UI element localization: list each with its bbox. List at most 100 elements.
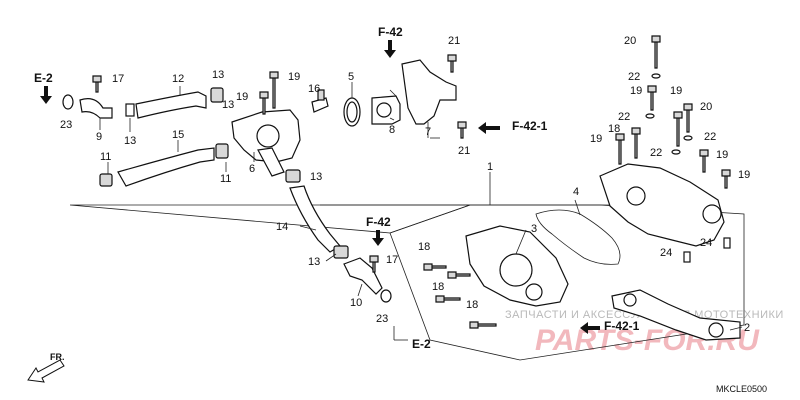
elbow-pipe <box>79 98 113 119</box>
bolt-18-b <box>447 271 471 279</box>
callout-18-a: 18 <box>418 241 430 253</box>
washer-22-c <box>683 135 693 141</box>
o-ring-top <box>62 94 74 110</box>
callout-23-lower: 23 <box>376 313 388 325</box>
clamp-left <box>125 103 135 117</box>
callout-24-b: 24 <box>700 237 712 249</box>
gasket-hole-2 <box>708 322 724 338</box>
callout-17-lower: 17 <box>386 254 398 266</box>
cover-port-left <box>626 186 646 206</box>
ref-e2-bottom: E-2 <box>412 337 431 351</box>
front-direction-arrow: FR. <box>27 352 65 383</box>
bolt-17-top <box>92 75 102 93</box>
callout-11-right: 11 <box>220 173 231 185</box>
bolt-18-c <box>435 295 461 303</box>
o-ring-lower <box>380 289 392 303</box>
pump-outlet-pipe <box>257 147 285 177</box>
pump-body-chamber <box>499 253 533 287</box>
hose-12 <box>135 91 207 119</box>
callout-11-left: 11 <box>100 151 111 163</box>
bolt-18-d <box>469 321 497 329</box>
hose-15 <box>117 147 215 187</box>
callout-19-left: 19 <box>236 91 248 103</box>
callout-22-a: 22 <box>628 71 640 83</box>
sensor-connector <box>317 89 325 101</box>
o-ring-5-inner <box>346 101 358 123</box>
ref-f42-top: F-42 <box>378 25 403 39</box>
callout-17-top: 17 <box>112 73 124 85</box>
gasket-hole-1 <box>623 293 637 307</box>
callout-6: 6 <box>249 163 255 175</box>
dowel-24-b <box>723 237 731 249</box>
stud-20-top <box>651 35 661 69</box>
callout-19-pump: 19 <box>288 71 300 83</box>
bolt-18-a <box>423 263 447 271</box>
washer-22-d <box>671 149 681 155</box>
diagram-code: MKCLE0500 <box>716 384 767 394</box>
ref-f42-mid: F-42 <box>366 215 391 229</box>
callout-21-bottom: 21 <box>458 145 470 157</box>
callout-19-r5: 19 <box>738 169 750 181</box>
callout-22-c: 22 <box>704 131 716 143</box>
callout-19-r4: 19 <box>716 149 728 161</box>
callout-14: 14 <box>276 221 288 233</box>
ref-f42-1-top: F-42-1 <box>512 119 548 133</box>
callout-18-right: 18 <box>608 123 620 135</box>
clamp-12-right <box>210 87 224 103</box>
bolt-19-r5 <box>721 169 731 189</box>
callout-22-d: 22 <box>650 147 662 159</box>
thermostat-cover <box>401 59 457 125</box>
pump-body-port <box>525 283 543 301</box>
callout-19-r3: 19 <box>590 133 602 145</box>
bolt-21-top <box>447 54 457 73</box>
pump-impeller-cover <box>256 124 280 148</box>
callout-13-left: 13 <box>124 135 136 147</box>
front-direction-label: FR. <box>50 352 65 362</box>
bolt-18-right <box>631 127 641 159</box>
callout-24-a: 24 <box>660 247 672 259</box>
bolt-17-lower <box>369 255 379 273</box>
washer-22-b <box>645 113 655 119</box>
callout-9: 9 <box>96 131 102 143</box>
callout-23-top: 23 <box>60 119 72 131</box>
callout-7: 7 <box>425 126 431 138</box>
callout-15: 15 <box>172 129 184 141</box>
gasket-plate-2 <box>611 289 741 341</box>
ref-e2-top: E-2 <box>34 71 53 85</box>
callout-13-lower: 13 <box>308 256 320 268</box>
dowel-24-a <box>683 251 691 263</box>
clamp-13-lower <box>333 245 349 259</box>
pump-cover-right <box>599 163 725 247</box>
callout-12: 12 <box>172 73 184 85</box>
hose-14 <box>289 185 341 253</box>
bolt-19-r4 <box>699 149 709 173</box>
bolt-19-r3 <box>615 133 625 165</box>
callout-13-top: 13 <box>212 69 224 81</box>
callout-16: 16 <box>308 83 320 95</box>
callout-19-r1: 19 <box>630 85 642 97</box>
clamp-11-left <box>99 173 113 187</box>
callout-20-right: 20 <box>700 101 712 113</box>
clamp-11-right <box>215 143 229 159</box>
callout-8: 8 <box>389 124 395 136</box>
pipe-10 <box>343 257 383 295</box>
bolt-19-r2 <box>673 111 683 147</box>
stud-20-right <box>683 103 693 133</box>
bolt-21-bottom <box>457 121 467 139</box>
upper-frame-line <box>69 204 471 234</box>
bolt-19-pump-top <box>269 71 279 109</box>
callout-13-pump: 13 <box>310 171 322 183</box>
leader-lines <box>99 82 743 341</box>
callout-22-b: 22 <box>618 111 630 123</box>
ref-f42-1-bottom: F-42-1 <box>604 319 640 333</box>
thermostat-valve <box>376 102 392 118</box>
cover-port-right <box>702 204 722 224</box>
callout-3: 3 <box>531 223 537 235</box>
bolt-19-r1 <box>647 85 657 111</box>
callout-13-mid: 13 <box>222 99 234 111</box>
callout-18-b: 18 <box>432 281 444 293</box>
callout-2: 2 <box>744 322 750 334</box>
callout-18-c: 18 <box>466 299 478 311</box>
callout-21-top: 21 <box>448 35 460 47</box>
